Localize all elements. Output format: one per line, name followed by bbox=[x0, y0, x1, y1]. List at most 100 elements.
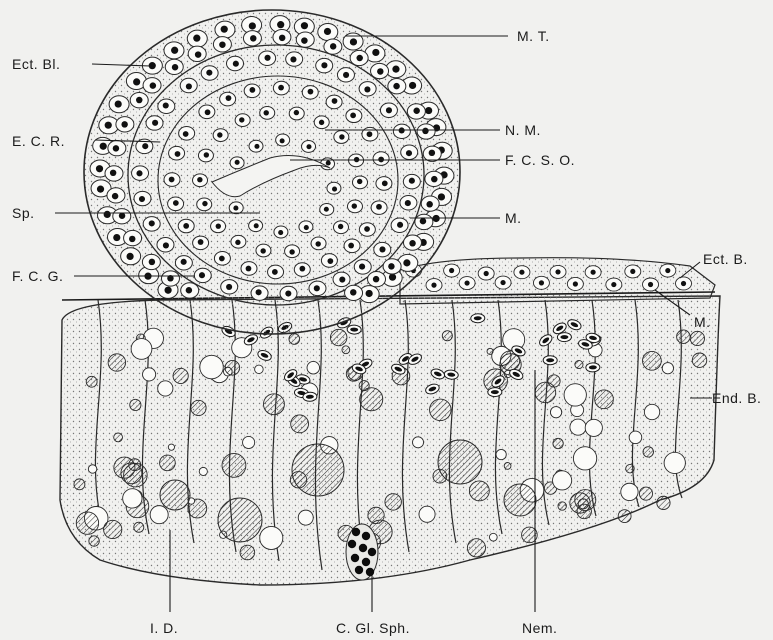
large-granule bbox=[218, 498, 262, 542]
cell-nucleus bbox=[233, 61, 239, 67]
cell-nucleus bbox=[301, 37, 307, 43]
band-nucleus bbox=[630, 269, 635, 274]
cell-nucleus bbox=[377, 68, 383, 74]
cell-nucleus bbox=[254, 223, 259, 228]
band-nucleus bbox=[519, 270, 524, 275]
yolk-granule bbox=[558, 502, 566, 510]
yolk-granule bbox=[578, 499, 588, 509]
yolk-granule bbox=[642, 351, 661, 370]
yolk-granule bbox=[553, 438, 563, 448]
cell-nucleus bbox=[299, 266, 305, 272]
cell-nucleus bbox=[339, 276, 345, 282]
cell-nucleus bbox=[186, 83, 192, 89]
yolk-granule bbox=[255, 365, 264, 374]
label-nm: N. M. bbox=[505, 122, 541, 138]
cell-nucleus bbox=[249, 22, 256, 29]
gland-sphere bbox=[352, 528, 360, 536]
gland-sphere bbox=[362, 532, 370, 540]
cell-nucleus bbox=[264, 110, 269, 115]
cell-nucleus bbox=[319, 120, 324, 125]
yolk-granule bbox=[330, 329, 346, 345]
medusa-bud bbox=[84, 10, 460, 334]
cell-nucleus bbox=[327, 258, 333, 264]
cell-nucleus bbox=[97, 186, 104, 193]
yolk-granule bbox=[76, 512, 98, 534]
yolk-granule bbox=[469, 481, 489, 501]
label-m-lower: M. bbox=[694, 314, 711, 330]
cell-nucleus bbox=[382, 180, 388, 186]
band-nucleus bbox=[611, 282, 616, 287]
cell-nucleus bbox=[149, 259, 155, 265]
cell-nucleus bbox=[198, 239, 204, 245]
cell-nucleus bbox=[366, 290, 373, 297]
yolk-granule bbox=[150, 506, 168, 524]
yolk-granule bbox=[385, 494, 401, 510]
cell-nucleus bbox=[169, 177, 175, 183]
cell-nucleus bbox=[359, 264, 365, 270]
cell-nucleus bbox=[422, 128, 428, 134]
gland-sphere-cluster bbox=[346, 524, 378, 580]
yolk-granule bbox=[199, 467, 207, 475]
cell-nucleus bbox=[204, 152, 209, 157]
yolk-granule bbox=[442, 331, 452, 341]
yolk-granule bbox=[130, 399, 141, 410]
yolk-granule bbox=[690, 331, 704, 345]
cell-nucleus bbox=[373, 276, 379, 282]
cell-nucleus bbox=[403, 259, 410, 266]
cell-nucleus bbox=[235, 160, 240, 165]
yolk-granule bbox=[496, 449, 506, 459]
cell-nucleus bbox=[278, 230, 283, 235]
cell-nucleus bbox=[172, 64, 178, 70]
yolk-granule bbox=[657, 496, 670, 509]
yolk-granule bbox=[104, 520, 122, 538]
yolk-granule bbox=[114, 433, 123, 442]
cell-nucleus bbox=[388, 263, 394, 269]
band-nucleus bbox=[464, 280, 469, 285]
cell-nucleus bbox=[199, 272, 205, 278]
cell-nucleus bbox=[254, 144, 259, 149]
yolk-granule bbox=[621, 483, 638, 500]
cell-nucleus bbox=[173, 200, 179, 206]
cell-nucleus bbox=[246, 266, 252, 272]
cell-nucleus bbox=[129, 236, 135, 242]
cell-nucleus bbox=[186, 287, 192, 293]
nematocyst bbox=[543, 356, 557, 365]
gland-sphere bbox=[355, 566, 363, 574]
cell-nucleus bbox=[149, 220, 155, 226]
yolk-granule bbox=[123, 489, 142, 508]
cell-nucleus bbox=[378, 157, 384, 163]
cell-nucleus bbox=[233, 206, 238, 211]
cell-nucleus bbox=[357, 179, 362, 184]
label-id: I. D. bbox=[150, 620, 178, 636]
label-sp: Sp. bbox=[12, 205, 35, 221]
nematocyst bbox=[586, 363, 600, 372]
cell-nucleus bbox=[278, 85, 284, 91]
cell-nucleus bbox=[226, 284, 232, 290]
cell-nucleus bbox=[239, 117, 244, 122]
cell-nucleus bbox=[136, 97, 142, 103]
yolk-granule bbox=[570, 419, 586, 435]
label-ectb: Ect. B. bbox=[703, 251, 748, 267]
yolk-granule bbox=[626, 464, 635, 473]
gland-sphere bbox=[362, 558, 370, 566]
yolk-granule bbox=[629, 431, 642, 444]
yolk-granule bbox=[564, 384, 586, 406]
cell-nucleus bbox=[429, 150, 435, 156]
cell-nucleus bbox=[280, 138, 285, 143]
cell-nucleus bbox=[163, 102, 169, 108]
label-m-upper: M. bbox=[505, 210, 522, 226]
cell-nucleus bbox=[409, 82, 416, 89]
cell-nucleus bbox=[332, 98, 338, 104]
cell-nucleus bbox=[105, 122, 112, 129]
yolk-granule bbox=[643, 447, 653, 457]
cell-nucleus bbox=[115, 100, 122, 107]
gland-sphere bbox=[351, 554, 359, 562]
yolk-granule bbox=[108, 354, 125, 371]
yolk-granule bbox=[639, 487, 652, 500]
yolk-granule bbox=[191, 400, 206, 415]
yolk-granule bbox=[243, 436, 255, 448]
large-granule bbox=[504, 484, 536, 516]
cell-nucleus bbox=[321, 62, 327, 68]
